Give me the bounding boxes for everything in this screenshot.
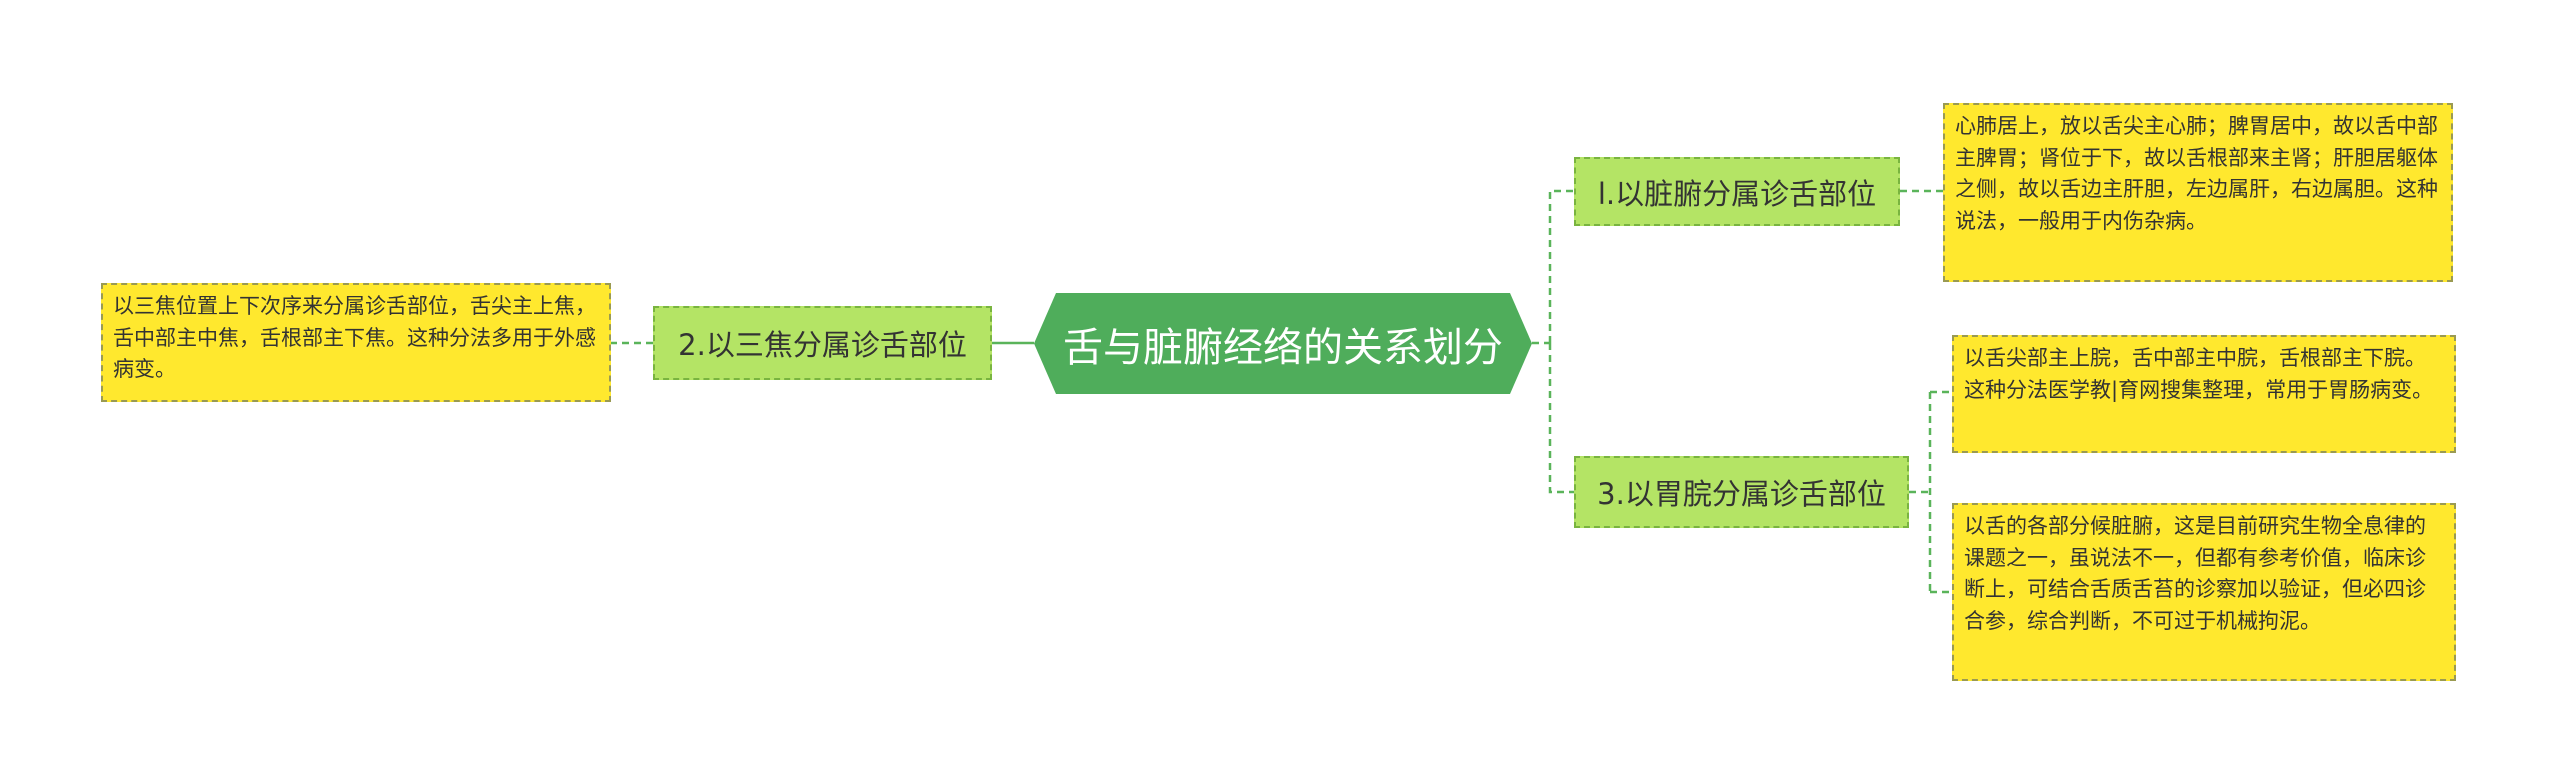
note-node[interactable]: 以三焦位置上下次序来分属诊舌部位，舌尖主上焦，舌中部主中焦，舌根部主下焦。这种分… (101, 283, 611, 402)
note-text: 以舌尖部主上脘，舌中部主中脘，舌根部主下脘。这种分法医学教|育网搜集整理，常用于… (1964, 346, 2434, 402)
branch-label: 2.以三焦分属诊舌部位 (678, 328, 967, 362)
note-node[interactable]: 以舌尖部主上脘，舌中部主中脘，舌根部主下脘。这种分法医学教|育网搜集整理，常用于… (1952, 335, 2456, 453)
branch-node-3[interactable]: 3.以胃脘分属诊舌部位 (1574, 456, 1909, 528)
branch-label: l.以脏腑分属诊舌部位 (1597, 176, 1877, 211)
note-text: 以三焦位置上下次序来分属诊舌部位，舌尖主上焦，舌中部主中焦，舌根部主下焦。这种分… (113, 294, 596, 381)
note-text: 以舌的各部分候脏腑，这是目前研究生物全息律的课题之一，虽说法不一，但都有参考价值… (1964, 514, 2426, 633)
note-node[interactable]: 以舌的各部分候脏腑，这是目前研究生物全息律的课题之一，虽说法不一，但都有参考价值… (1952, 503, 2456, 681)
note-text: 心肺居上，放以舌尖主心肺；脾胃居中，故以舌中部主脾胃；肾位于下，故以舌根部来主肾… (1955, 114, 2438, 233)
connector-branch-3-leaves (1909, 390, 1952, 594)
note-node[interactable]: 心肺居上，放以舌尖主心肺；脾胃居中，故以舌中部主脾胃；肾位于下，故以舌根部来主肾… (1943, 103, 2453, 282)
root-hexagon-shape (1034, 293, 1532, 394)
connector-root-branch-3 (1548, 343, 1574, 494)
branch-node-1[interactable]: l.以脏腑分属诊舌部位 (1574, 157, 1900, 226)
connector-root-branch-1 (1532, 189, 1574, 345)
root-node[interactable]: 舌与脏腑经络的关系划分 (1034, 293, 1532, 394)
branch-label: 3.以胃脘分属诊舌部位 (1597, 477, 1886, 511)
root-title: 舌与脏腑经络的关系划分 (1063, 324, 1503, 371)
branch-node-2[interactable]: 2.以三焦分属诊舌部位 (653, 306, 992, 380)
